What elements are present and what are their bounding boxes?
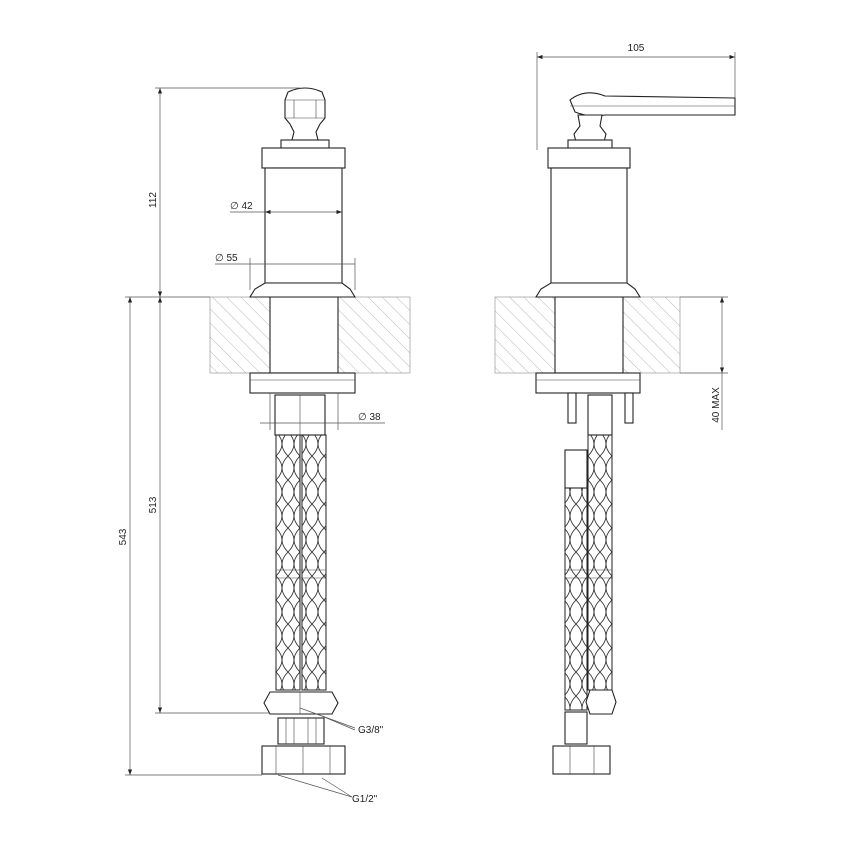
shank	[269, 296, 339, 374]
lever-handle	[569, 92, 736, 117]
nut-g38	[263, 691, 339, 715]
dim-d38: ∅ 38	[358, 412, 381, 423]
deck-right	[337, 296, 411, 374]
hoses-front	[261, 394, 346, 775]
base-flange	[249, 282, 356, 298]
front-dimensions: 112 513 543 ∅ 42 ∅ 55 ∅ 38 G3/8" G1/2"	[118, 87, 385, 805]
knob	[284, 87, 326, 147]
dim-d55: ∅ 55	[215, 253, 238, 264]
dim-513: 513	[148, 496, 159, 513]
lock-nut	[249, 372, 356, 394]
dim-40-max: 40 MAX	[711, 387, 722, 423]
dim-543: 543	[118, 528, 129, 545]
front-view	[209, 87, 411, 775]
label-g12: G1/2"	[352, 794, 378, 805]
cap	[261, 147, 346, 169]
deck-left	[209, 296, 271, 374]
dim-d42: ∅ 42	[230, 201, 253, 212]
side-view	[494, 92, 736, 775]
label-g38: G3/8"	[358, 725, 384, 736]
dim-105: 105	[628, 43, 645, 54]
dim-112: 112	[148, 192, 159, 208]
body	[264, 167, 343, 284]
nut-g12	[261, 745, 346, 775]
side-dimensions: 105 40 MAX	[536, 43, 736, 430]
